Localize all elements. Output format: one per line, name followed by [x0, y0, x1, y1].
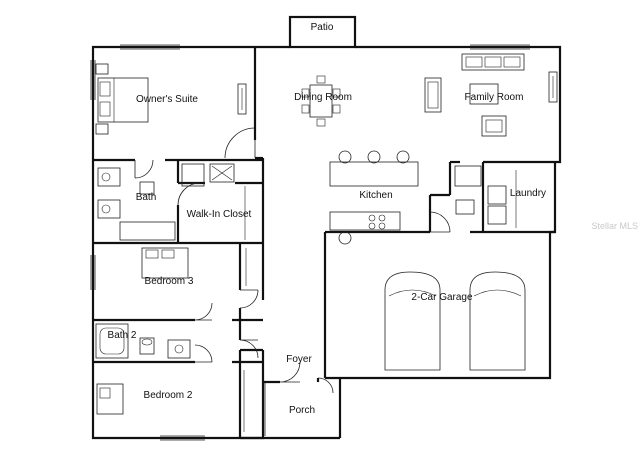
foyer-label: Foyer: [286, 354, 312, 365]
dining-table-icon: [301, 75, 341, 127]
bath-2-label: Bath 2: [108, 330, 137, 341]
windows: [90, 44, 530, 441]
watermark-text: Stellar MLS: [591, 221, 638, 231]
bedroom3-bed-icon: [141, 247, 247, 286]
family-room-furniture-icon: [424, 53, 558, 137]
dining-room-label: Dining Room: [294, 92, 352, 103]
interior-walls: [93, 47, 555, 438]
patio-label: Patio: [311, 22, 334, 33]
garage-cars-icon: [338, 231, 526, 371]
porch-area: [263, 382, 340, 440]
master-bath-fixtures-icon: [97, 163, 246, 241]
bedroom-2-label: Bedroom 2: [144, 390, 193, 401]
bath2-fixtures-icon: [95, 323, 191, 359]
owners-suite-label: Owner's Suite: [136, 94, 198, 105]
kitchen-island-icon: [329, 150, 482, 231]
garage-label: 2-Car Garage: [411, 292, 473, 303]
family-room-label: Family Room: [465, 92, 524, 103]
patio-area: [288, 15, 357, 49]
exterior-walls: [91, 45, 562, 440]
laundry-appliances-icon: [487, 170, 517, 228]
bedroom-3-label: Bedroom 3: [145, 276, 194, 287]
bedroom2-bed-icon: [96, 370, 245, 432]
door-swings: [134, 127, 451, 394]
room-labels: Patio Owner's Suite Dining Room Family R…: [108, 22, 547, 416]
laundry-label: Laundry: [510, 188, 546, 199]
walk-in-closet-label: Walk-In Closet: [187, 209, 252, 220]
owners-bed-icon: [95, 63, 247, 135]
kitchen-label: Kitchen: [359, 190, 392, 201]
bath-label: Bath: [136, 192, 157, 203]
porch-label: Porch: [289, 405, 315, 416]
